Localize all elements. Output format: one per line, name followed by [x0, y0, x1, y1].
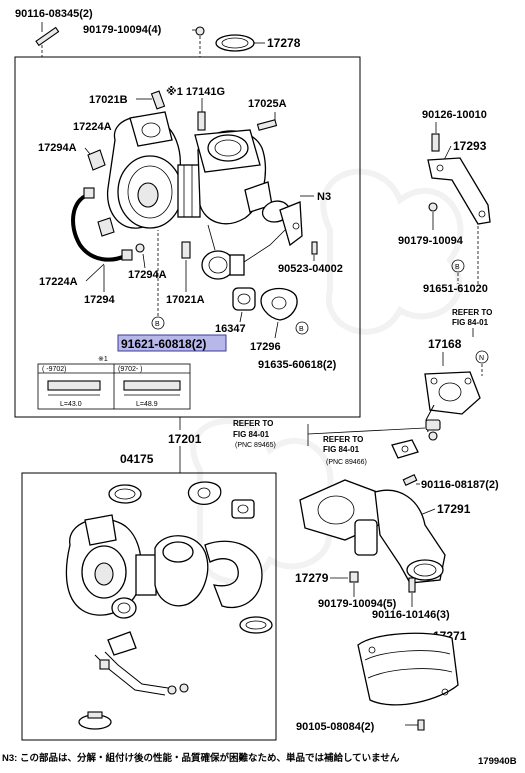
turbocharger-icon [106, 111, 286, 280]
label-90116-10146[interactable]: 90116-10146(3) [372, 609, 450, 621]
label-17296[interactable]: 17296 [250, 341, 281, 353]
label-90179-10094-right[interactable]: 90179-10094 [398, 235, 464, 247]
oil-pipe-icon [71, 187, 133, 262]
refer-note-right-fig[interactable]: FIG 84-01 [452, 318, 489, 327]
label-17021B[interactable]: 17021B [89, 94, 128, 106]
svg-text:B: B [299, 326, 304, 333]
gasket-kit-frame [21, 472, 277, 741]
label-17294A-left[interactable]: 17294A [38, 142, 77, 154]
stud-icon [408, 577, 416, 593]
refer-note-a[interactable]: REFER TO [233, 419, 273, 428]
label-90105-08084[interactable]: 90105-08084(2) [296, 721, 375, 733]
note-table: ※1 ( -9702) (9702- ) L=43.0 L=48.9 [37, 356, 191, 410]
refer-note-a-pnc[interactable]: (PNC 89465) [235, 442, 276, 449]
svg-text:(9702- ): (9702- ) [118, 366, 143, 373]
label-17168[interactable]: 17168 [428, 337, 462, 351]
stud-icon [431, 133, 440, 152]
union-bolt-icon [87, 149, 145, 253]
callout-b [151, 316, 165, 330]
label-17021A[interactable]: 17021A [166, 294, 205, 306]
bolt-icon [417, 719, 425, 731]
label-90116-08345[interactable]: 90116-08345(2) [15, 8, 93, 20]
callout-b [295, 321, 309, 335]
stud-bolt-icon [35, 26, 60, 47]
svg-text:N: N [479, 355, 484, 362]
label-91621-60818[interactable]: 91621-60818(2) [121, 337, 206, 351]
heat-insulator-icon [357, 632, 459, 706]
label-17141G[interactable]: ※1 17141G [166, 86, 225, 98]
label-90116-08187[interactable]: 90116-08187(2) [421, 479, 499, 491]
label-90179-10094-5[interactable]: 90179-10094(5) [318, 598, 397, 610]
label-17291[interactable]: 17291 [437, 502, 471, 516]
stud-icon [402, 474, 418, 486]
bolt-icon [150, 90, 166, 110]
exhaust-elbow-icon [299, 479, 446, 584]
label-17293[interactable]: 17293 [453, 139, 487, 153]
stud-icon [197, 111, 206, 131]
gasket-small-icon [391, 439, 419, 459]
label-91651-61020[interactable]: 91651-61020 [423, 283, 488, 295]
flange-pipe-icon [424, 371, 481, 441]
nut-icon [195, 26, 205, 36]
footnote-n3: N3: この部品は、分解・組付け後の性能・品質確保が困難なため、単品では補給して… [2, 752, 400, 764]
refer-note-b[interactable]: REFER TO [323, 435, 363, 444]
label-90126-10010[interactable]: 90126-10010 [422, 109, 487, 121]
refer-note-right[interactable]: REFER TO [452, 308, 492, 317]
gasket-kit-icon [65, 481, 273, 730]
label-17025A[interactable]: 17025A [248, 98, 287, 110]
label-17224A-bottom[interactable]: 17224A [39, 276, 78, 288]
svg-text:B: B [155, 321, 160, 328]
turbo-assembly-frame [14, 56, 361, 418]
bolt-icon [181, 241, 191, 259]
vsv-bracket-icon [261, 200, 303, 247]
label-16347[interactable]: 16347 [215, 323, 246, 335]
refer-note-a-fig[interactable]: FIG 84-01 [233, 430, 270, 439]
label-17224A-top[interactable]: 17224A [73, 121, 112, 133]
clip-icon [311, 241, 318, 255]
label-04175[interactable]: 04175 [120, 452, 154, 466]
highlighted-part-box [117, 334, 227, 352]
gasket-plate-icon [232, 287, 298, 321]
label-17294A-mid[interactable]: 17294A [128, 269, 167, 281]
callout-n [475, 350, 489, 364]
label-17278[interactable]: 17278 [267, 36, 301, 50]
stud-icon [256, 119, 278, 131]
nut-icon [349, 571, 359, 583]
bracket-icon [427, 157, 491, 225]
label-90523-04002[interactable]: 90523-04002 [278, 263, 343, 275]
svg-text:※1: ※1 [98, 356, 108, 363]
svg-text:B: B [455, 264, 460, 271]
label-17294[interactable]: 17294 [84, 294, 115, 306]
nut-icon [428, 202, 438, 212]
svg-text:( -9702): ( -9702) [42, 366, 67, 373]
label-90179-10094-4[interactable]: 90179-10094(4) [83, 24, 162, 36]
label-n3[interactable]: N3 [317, 191, 331, 203]
refer-note-b-pnc[interactable]: (PNC 89466) [326, 459, 367, 466]
callout-b [451, 259, 465, 273]
refer-note-b-fig[interactable]: FIG 84-01 [323, 445, 360, 454]
label-91635-60618[interactable]: 91635-60618(2) [258, 359, 337, 371]
label-17279[interactable]: 17279 [295, 571, 329, 585]
svg-text:L=48.9: L=48.9 [136, 401, 158, 408]
svg-text:L=43.0: L=43.0 [60, 401, 82, 408]
diagram-id: 179940B [478, 756, 517, 767]
label-17201[interactable]: 17201 [168, 432, 202, 446]
